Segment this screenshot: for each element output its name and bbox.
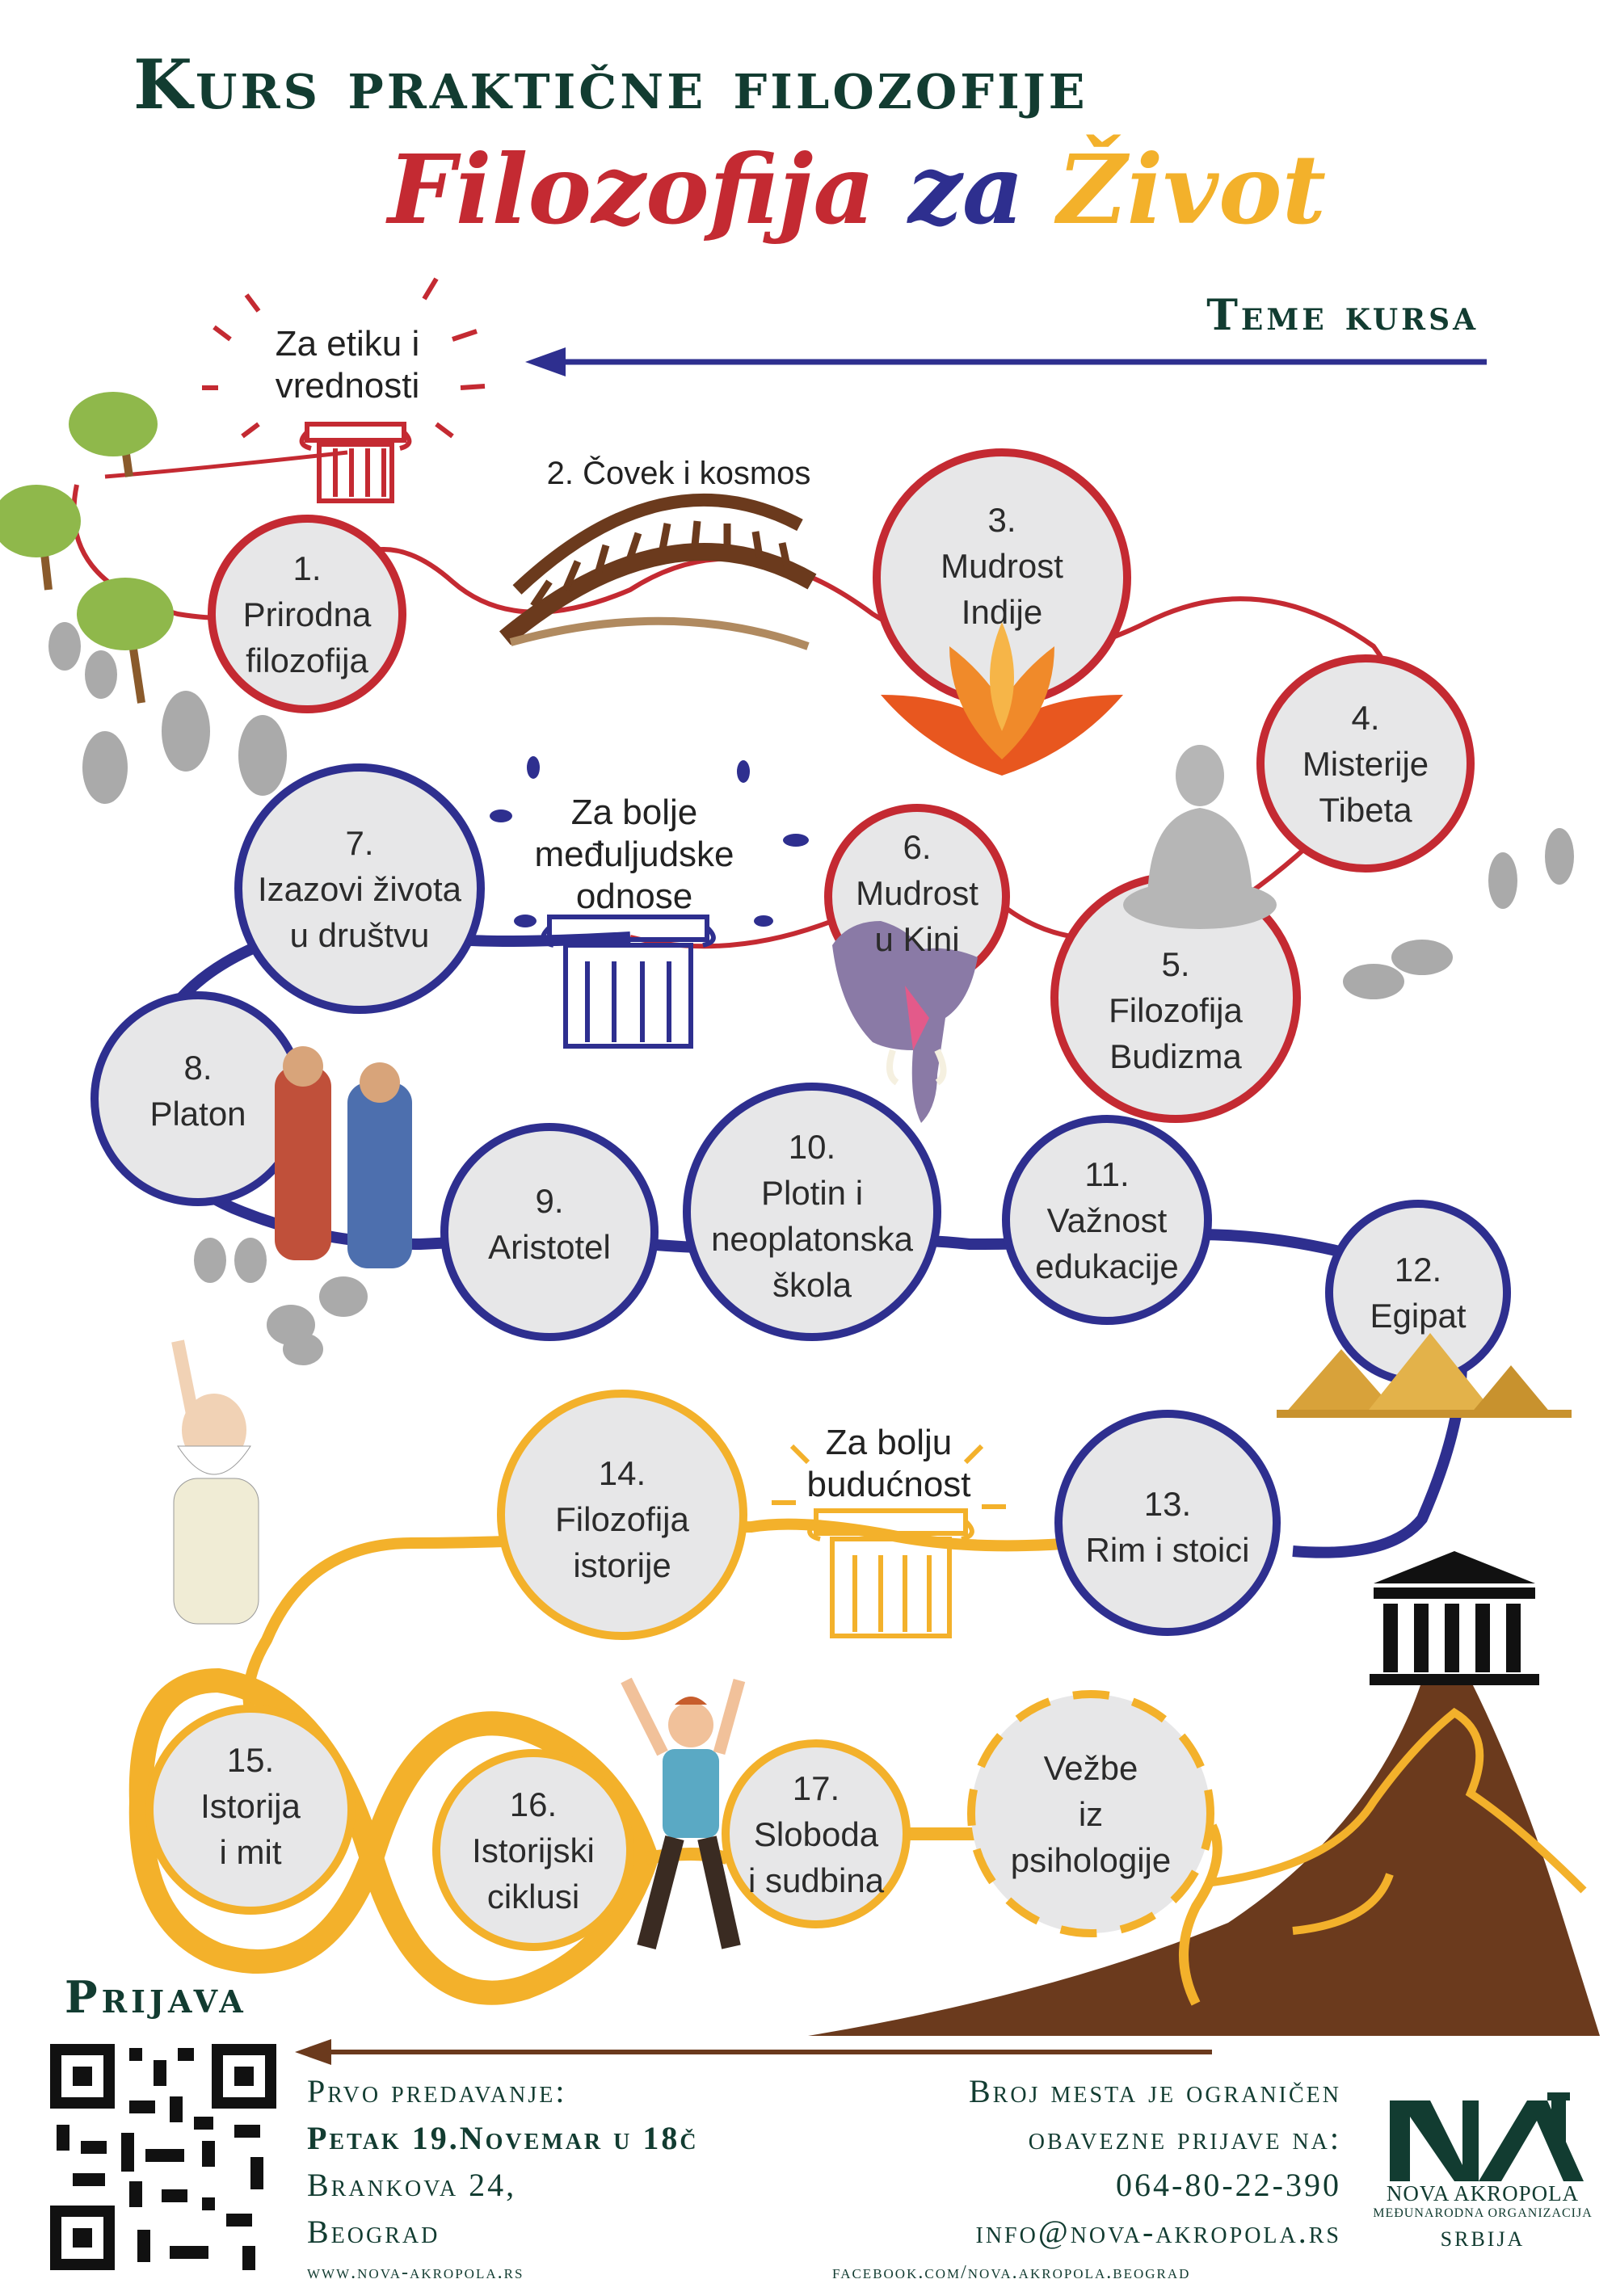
topic-circles	[90, 448, 1511, 1951]
topic-9: 9.Aristotel	[488, 1182, 611, 1266]
infinity-path	[128, 1667, 659, 2005]
nova-akropola-logo	[1390, 2092, 1584, 2181]
logo-text: Nova Akropola Međunarodna organizacija S…	[1366, 2181, 1600, 2252]
address-line-2: Beograd	[307, 2214, 440, 2250]
facebook-link[interactable]: facebook.com/nova.akropola.beograd	[832, 2262, 1191, 2283]
logo-subtitle: Međunarodna organizacija	[1373, 2206, 1593, 2220]
sparks-orange	[772, 1444, 1006, 1509]
section-label-future: Za bolju budućnost	[806, 1423, 971, 1504]
sparks-navy	[490, 756, 809, 927]
topic-8: 8.Platon	[149, 1049, 246, 1133]
first-lecture-label: Prvo predavanje:	[307, 2073, 567, 2109]
cheering-man-illustration	[621, 1677, 746, 1950]
lecture-date: Petak 19.Novemar u 18č	[307, 2120, 699, 2156]
title-word-filozofija: Filozofija	[388, 133, 875, 246]
website-link[interactable]: www.nova-akropola.rs	[307, 2262, 524, 2283]
lotus-icon	[881, 622, 1123, 776]
registration-heading: Prijava	[65, 1971, 247, 2023]
address-line-1: Brankova 24,	[307, 2167, 517, 2203]
mountain-illustration	[808, 1680, 1600, 2036]
topic-13: 13.Rim i stoici	[1085, 1485, 1250, 1569]
topics-label: Teme kursa	[1206, 291, 1479, 340]
email-address[interactable]: info@nova-akropola.rs	[975, 2214, 1341, 2250]
lecture-info: Prvo predavanje: Petak 19.Novemar u 18č …	[307, 2068, 824, 2256]
column-icon-red	[299, 422, 412, 503]
socrates-cartoon	[171, 1339, 259, 1625]
main-title: Filozofija za Život	[388, 133, 1357, 246]
sun-rays-red	[202, 277, 486, 439]
topic-12: 12.Egipat	[1370, 1251, 1467, 1335]
phone-number[interactable]: 064-80-22-390	[1116, 2167, 1341, 2203]
section-label-relations: Za bolje međuljudske odnose	[534, 793, 734, 916]
elephant-icon	[832, 921, 978, 1123]
bridge-label: 2. Čovek i kosmos	[546, 456, 811, 491]
title-word-zivot: Život	[1057, 133, 1327, 246]
limited-places: Broj mesta je ograničen	[968, 2073, 1341, 2109]
column-icon-orange	[807, 1508, 974, 1638]
temple-icon	[1370, 1551, 1539, 1685]
pyramids-icon	[1277, 1333, 1572, 1418]
title-word-za: za	[907, 133, 1025, 246]
logo-name: Nova Akropola	[1386, 2181, 1580, 2206]
bridge-illustration	[499, 493, 817, 650]
philosophers-illustration	[275, 1046, 412, 1268]
tree-icons	[0, 392, 174, 704]
logo-country: Srbija	[1440, 2227, 1526, 2251]
mandatory-registration: obavezne prijave na:	[1028, 2120, 1341, 2156]
contact-info: Broj mesta je ograničen obavezne prijave…	[824, 2068, 1341, 2256]
course-heading: Kurs praktične filozofije	[133, 44, 1088, 124]
buddha-statue-icon	[1123, 745, 1277, 929]
footprints-icons	[48, 622, 1574, 1365]
section-label-ethics: Za etiku i vrednosti	[275, 324, 420, 406]
column-icon-navy	[541, 915, 716, 1049]
qr-code	[50, 2044, 276, 2270]
